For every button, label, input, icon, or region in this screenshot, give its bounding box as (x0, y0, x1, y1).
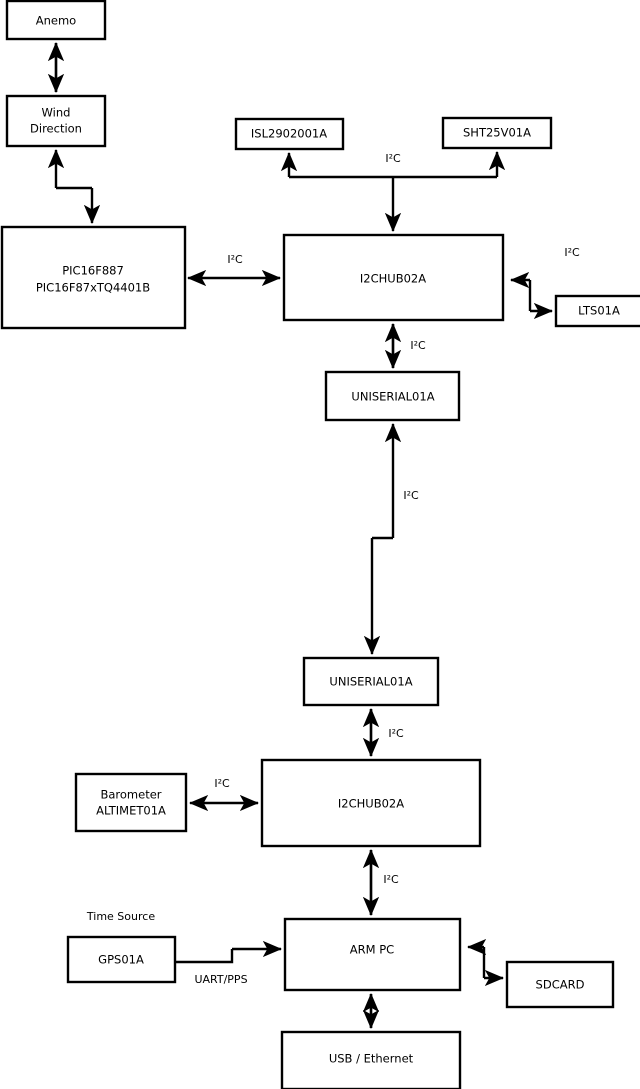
block-wind-direction-label-line2: Direction (30, 122, 82, 136)
block-isl2902001a-label: ISL2902001A (251, 127, 327, 141)
block-uniserial01a-upper[interactable]: UNISERIAL01A (324, 370, 461, 422)
edge-label-time-source: Time Source (86, 910, 155, 923)
block-sdcard-label: SDCARD (536, 978, 585, 992)
edge-label-i2c-uniserial-hub2: I²C (388, 727, 404, 740)
edge-label-i2c-lts: I²C (564, 246, 580, 259)
block-barometer-label-line2: ALTIMET01A (96, 804, 166, 818)
block-barometer-label-line1: Barometer (100, 788, 161, 802)
block-wind-direction-label-line1: Wind (42, 106, 71, 120)
edge-label-i2c-barometer: I²C (214, 777, 230, 790)
edge-label-i2c-pic-hub: I²C (227, 253, 243, 266)
edge-label-i2c-uniserial-link: I²C (403, 489, 419, 502)
block-gps01a[interactable]: GPS01A (66, 935, 177, 984)
edge-label-i2c-sensor-bus: I²C (385, 152, 401, 165)
block-gps01a-label: GPS01A (98, 953, 144, 967)
edge-labels-layer: I²C I²C I²C I²C I²C I²C I²C I²C Time Sou… (86, 152, 580, 986)
block-uniserial01a-upper-label: UNISERIAL01A (351, 390, 434, 404)
block-anemo-label: Anemo (36, 14, 76, 28)
block-arm-pc[interactable]: ARM PC (283, 917, 462, 992)
block-i2chub02a-bottom-label: I2CHUB02A (338, 797, 404, 811)
block-lts01a-label: LTS01A (578, 304, 620, 318)
block-isl2902001a[interactable]: ISL2902001A (234, 117, 345, 151)
block-pic-label-line1: PIC16F887 (62, 264, 124, 278)
block-uniserial01a-lower-label: UNISERIAL01A (329, 675, 412, 689)
block-sdcard[interactable]: SDCARD (505, 960, 615, 1009)
block-i2chub02a-top[interactable]: I2CHUB02A (282, 233, 505, 322)
block-sht25v01a[interactable]: SHT25V01A (441, 116, 553, 150)
block-wind-direction[interactable]: Wind Direction (5, 94, 107, 148)
block-lts01a[interactable]: LTS01A (554, 294, 640, 328)
block-i2chub02a-top-label: I2CHUB02A (360, 272, 426, 286)
edge-label-i2c-hub-uniserial: I²C (410, 339, 426, 352)
block-barometer[interactable]: Barometer ALTIMET01A (74, 772, 188, 833)
block-sht25v01a-label: SHT25V01A (463, 126, 531, 140)
block-usb-ethernet[interactable]: USB / Ethernet (280, 1030, 462, 1089)
block-pic-microcontroller[interactable]: PIC16F887 PIC16F87xTQ4401B (0, 225, 187, 330)
edge-gps-step (175, 949, 234, 964)
block-uniserial01a-lower[interactable]: UNISERIAL01A (302, 656, 440, 707)
block-anemo[interactable]: Anemo (5, 0, 107, 41)
block-usb-ethernet-label: USB / Ethernet (329, 1052, 414, 1066)
block-i2chub02a-bottom[interactable]: I2CHUB02A (260, 758, 482, 848)
edge-label-uart-pps: UART/PPS (194, 973, 247, 986)
edge-label-i2c-hub2-armpc: I²C (383, 873, 399, 886)
block-pic-label-line2: PIC16F87xTQ4401B (36, 281, 150, 295)
block-arm-pc-label: ARM PC (350, 943, 394, 957)
connections-layer (47, 42, 553, 1029)
